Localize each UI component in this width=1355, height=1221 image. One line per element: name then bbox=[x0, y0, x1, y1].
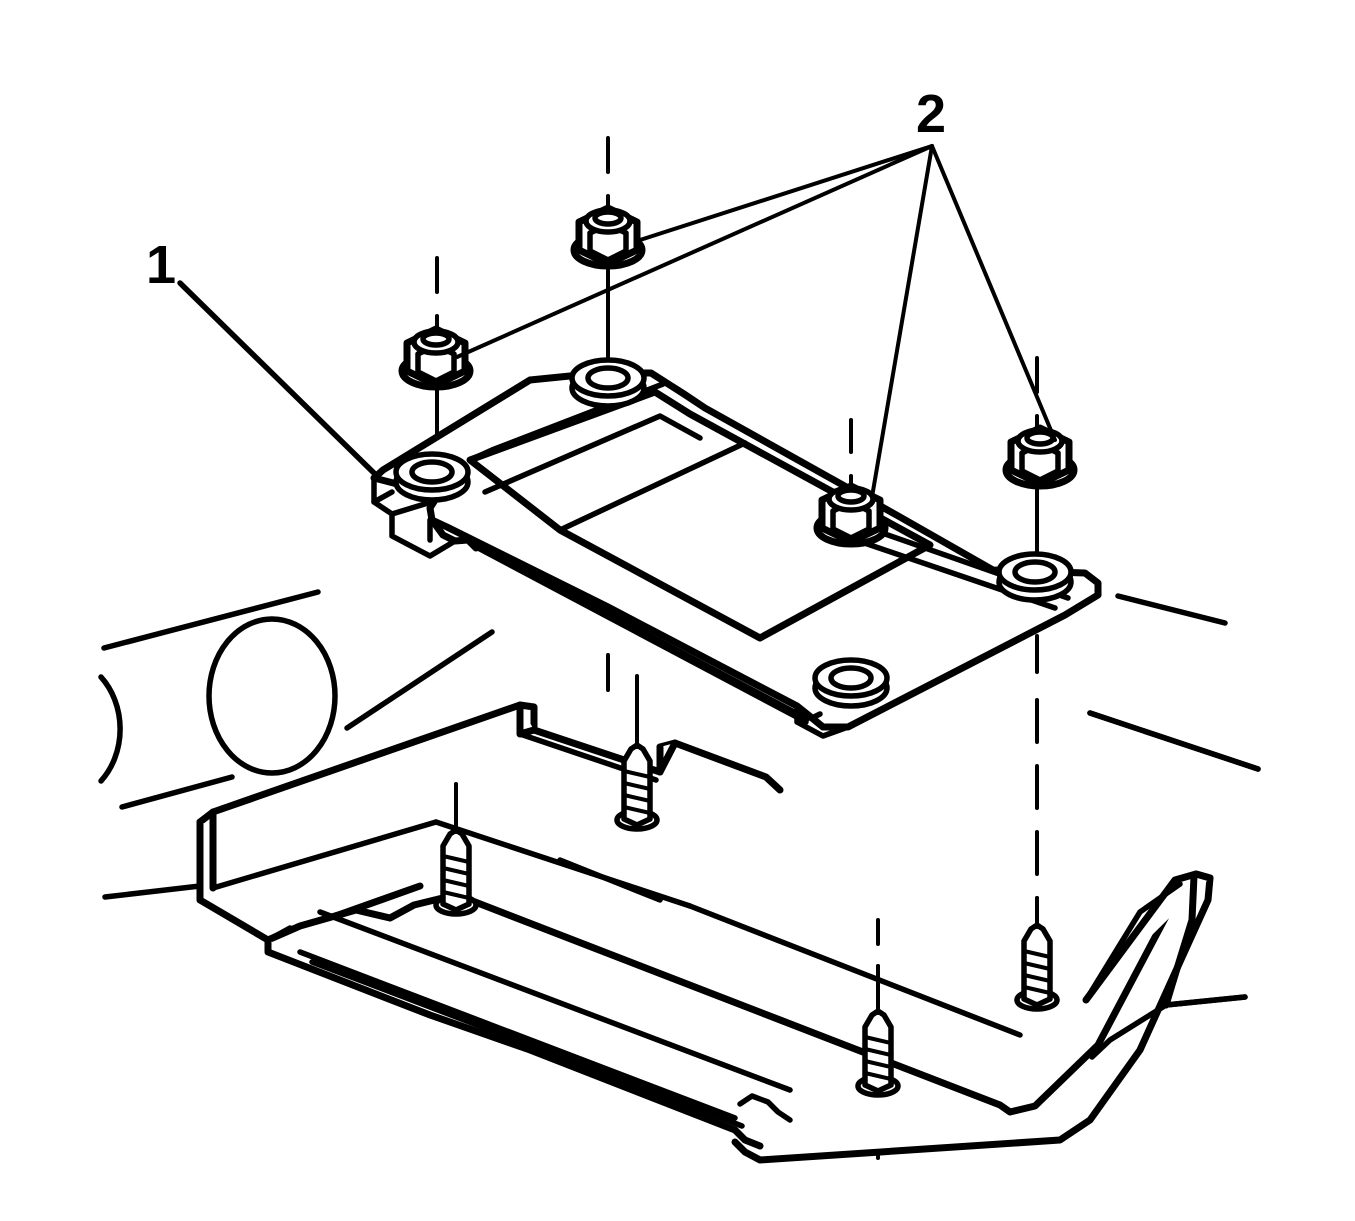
hex-flange-nut-rear-center bbox=[570, 204, 646, 270]
hex-flange-nut-rear-left bbox=[398, 325, 474, 391]
boss-front-right bbox=[996, 551, 1074, 603]
callout-leaders bbox=[177, 144, 1057, 499]
hex-flange-nut-front-center bbox=[813, 482, 889, 548]
boss-rear-center bbox=[569, 357, 647, 409]
callout-label-1: 1 bbox=[146, 235, 176, 295]
threaded-stud-front-center bbox=[855, 964, 901, 1098]
leader-2a bbox=[638, 144, 934, 242]
leader-2d bbox=[930, 144, 1057, 442]
cover-plate bbox=[370, 369, 1102, 739]
leader-2c bbox=[870, 144, 934, 499]
boss-rear-left bbox=[393, 451, 471, 503]
threaded-stud-rear-center bbox=[614, 698, 660, 832]
lower-pan bbox=[196, 701, 1261, 1164]
cover-bosses bbox=[393, 357, 1074, 709]
leader-1 bbox=[177, 280, 379, 478]
leader-2b bbox=[455, 144, 934, 359]
callout-label-2: 2 bbox=[916, 84, 946, 144]
boss-front-center bbox=[812, 657, 890, 709]
hex-flange-nut-front-right bbox=[1002, 424, 1078, 490]
hex-flange-nuts bbox=[398, 204, 1078, 548]
threaded-stud-rear-left bbox=[433, 782, 479, 917]
threaded-stud-front-right bbox=[1014, 896, 1060, 1012]
threaded-studs bbox=[433, 698, 1060, 1098]
